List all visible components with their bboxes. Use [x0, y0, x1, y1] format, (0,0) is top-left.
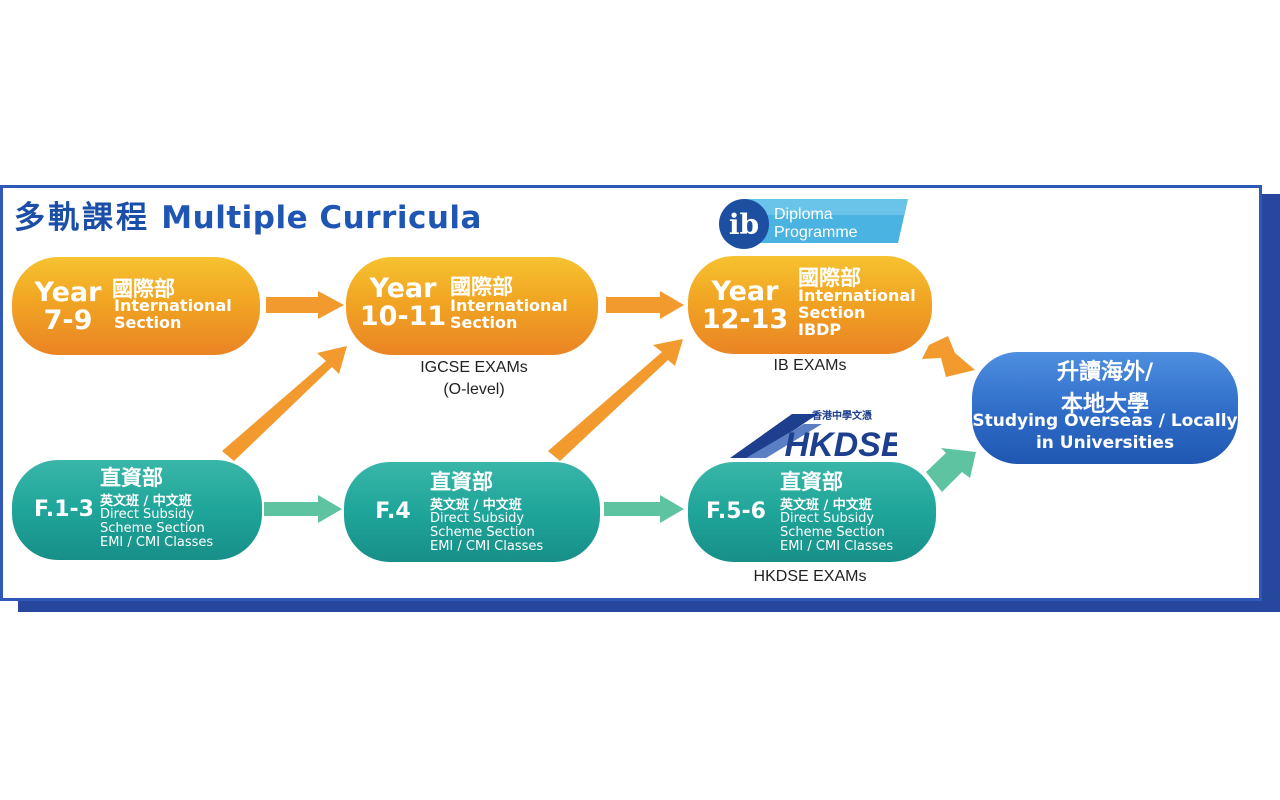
year-label: Year [711, 276, 779, 307]
pill-year-7-9: Year 7-9 國際部 International Section [12, 257, 260, 355]
year-label: Year [369, 273, 437, 304]
dss-en-line1: Direct Subsidy [780, 511, 875, 526]
dss-en-line3: EMI / CMI Classes [780, 539, 894, 554]
destination-zh-line2: 本地大學 [1060, 391, 1149, 417]
section-en-line1: International [798, 286, 916, 305]
destination-en-line1: Studying Overseas / Locally [972, 411, 1238, 431]
pill-f5-6: F.5-6 直資部 英文班 / 中文班 Direct Subsidy Schem… [688, 462, 936, 562]
pill-f4: F.4 直資部 英文班 / 中文班 Direct Subsidy Scheme … [344, 462, 600, 562]
section-en-line2: Section [798, 303, 866, 322]
hkdse-exam-label: HKDSE EXAMs [753, 568, 867, 585]
section-zh-sub: 英文班 / 中文班 [100, 494, 192, 509]
section-en-line1: International [450, 296, 568, 315]
dss-en-line3: EMI / CMI Classes [100, 535, 214, 550]
form-label: F.5-6 [706, 499, 766, 524]
section-en-line1: International [114, 296, 232, 315]
ib-text-line2: Programme [774, 224, 858, 241]
dss-en-line1: Direct Subsidy [100, 507, 195, 522]
year-range: 12-13 [701, 304, 789, 335]
ib-diploma-logo: ib Diploma Programme [719, 199, 908, 249]
pill-f1-3: F.1-3 直資部 英文班 / 中文班 Direct Subsidy Schem… [12, 460, 262, 560]
dss-en-line2: Scheme Section [430, 525, 535, 540]
arrow-y1011-to-y1213 [606, 291, 684, 319]
year-range: 10-11 [359, 301, 447, 332]
pill-destination: 升讀海外/ 本地大學 Studying Overseas / Locally i… [972, 352, 1238, 464]
title-en: Multiple Curricula [161, 200, 482, 236]
destination-zh-line1: 升讀海外/ [1056, 359, 1154, 385]
arrow-f13-to-f4 [264, 495, 342, 523]
hkdse-text: HKDSE [784, 426, 897, 461]
page-title: 多軌課程 Multiple Curricula [14, 192, 482, 237]
title-zh: 多軌課程 [14, 200, 150, 236]
arrow-f4-to-y1213 [548, 339, 683, 461]
hkdse-zh: 香港中學文憑 [812, 409, 872, 422]
section-zh: 國際部 [798, 265, 861, 290]
section-zh: 國際部 [112, 276, 175, 301]
hkdse-logo: 香港中學文憑 HKDSE [730, 409, 897, 461]
dss-en-line2: Scheme Section [780, 525, 885, 540]
arrow-f4-to-f56 [604, 495, 684, 523]
arrow-f13-to-y1011 [222, 346, 347, 461]
dss-en-line2: Scheme Section [100, 521, 205, 536]
destination-en-line2: in Universities [1035, 433, 1175, 453]
arrow-f56-to-dest [926, 448, 976, 492]
section-en-line2: Section [114, 313, 182, 332]
section-zh: 直資部 [100, 465, 163, 490]
year-label: Year [34, 277, 102, 308]
form-label: F.1-3 [34, 497, 94, 522]
section-zh: 國際部 [450, 274, 513, 299]
igcse-exam-label: IGCSE EXAMs (O-level) [384, 357, 564, 401]
year-range: 7-9 [43, 305, 93, 336]
ib-text-line1: Diploma [774, 206, 833, 223]
ib-exam-label: IB EXAMs [773, 357, 847, 374]
pill-year-10-11: Year 10-11 國際部 International Section [346, 257, 598, 355]
section-en-line2: Section [450, 313, 518, 332]
pill-year-12-13: Year 12-13 國際部 International Section IBD… [688, 256, 932, 354]
arrow-y1213-to-dest [922, 336, 975, 377]
section-zh-sub: 英文班 / 中文班 [780, 498, 872, 513]
section-zh: 直資部 [430, 469, 493, 494]
arrow-y79-to-y1011 [266, 291, 344, 319]
dss-en-line3: EMI / CMI Classes [430, 539, 544, 554]
igcse-line1: IGCSE EXAMs [420, 359, 528, 376]
form-label: F.4 [375, 499, 411, 524]
dss-en-line1: Direct Subsidy [430, 511, 525, 526]
ib-letters: ib [729, 208, 759, 241]
section-zh: 直資部 [780, 469, 843, 494]
section-en-line3: IBDP [798, 320, 842, 339]
section-zh-sub: 英文班 / 中文班 [430, 498, 522, 513]
igcse-line2: (O-level) [443, 381, 505, 398]
